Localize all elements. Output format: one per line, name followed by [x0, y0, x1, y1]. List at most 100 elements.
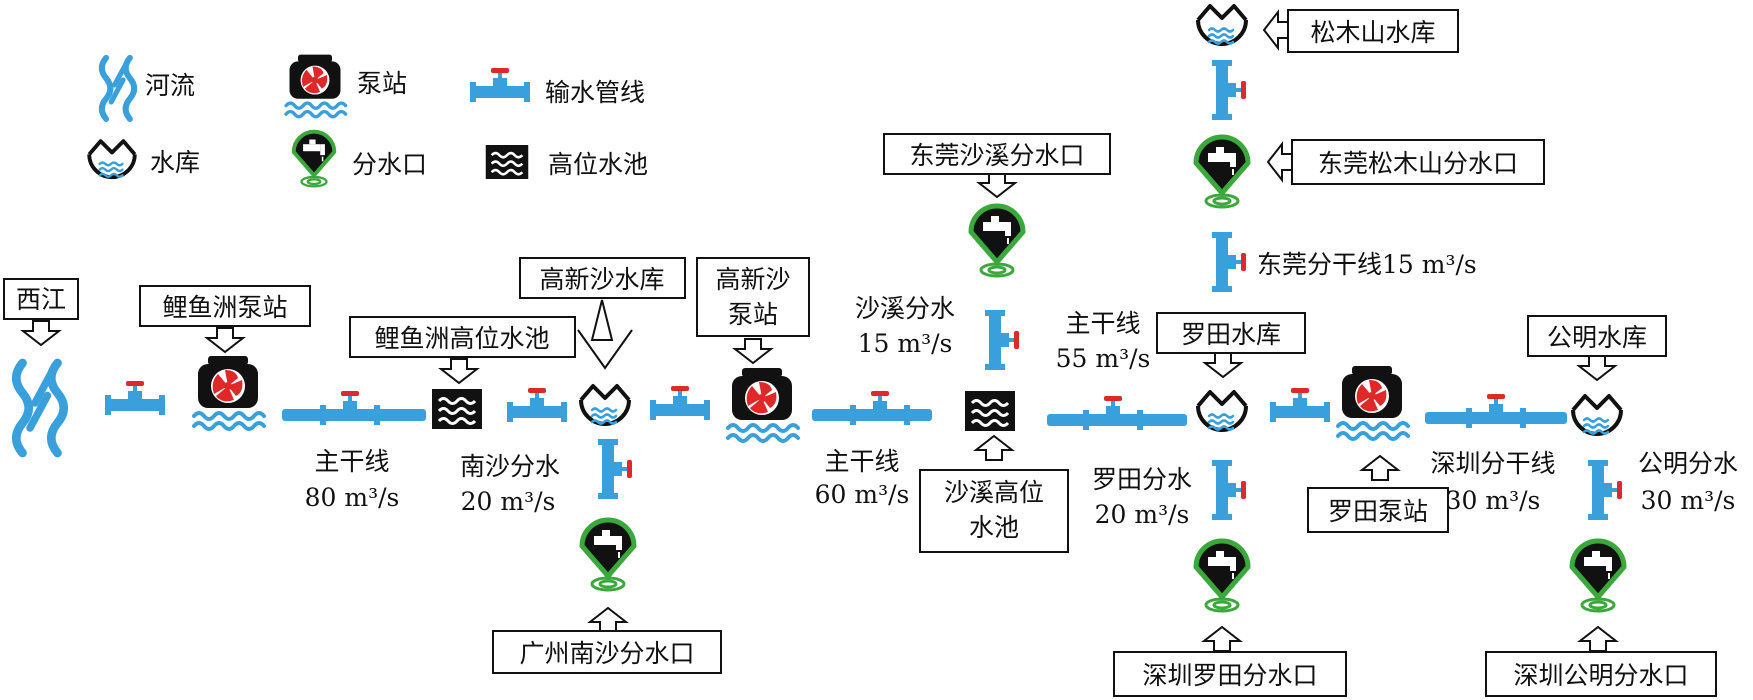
dongguan-branch-flow: 东莞分干线15 m³/s	[1257, 250, 1477, 279]
shenzhen-luotian-label: 深圳罗田分水口	[1142, 661, 1317, 690]
node-gongming-reservoir: 公明水库	[1527, 315, 1667, 436]
luotian-branch-flow: 20 m³/s	[1095, 500, 1190, 529]
legend-pump-label: 泵站	[357, 69, 407, 98]
luotian-pump-label: 罗田泵站	[1328, 497, 1428, 526]
main3-flow: 55 m³/s	[1056, 344, 1151, 373]
nansha-name: 南沙分水	[460, 452, 560, 481]
node-liyuzhou-pump: 鲤鱼洲泵站	[139, 285, 311, 431]
gaoxinsha-pump-label-2: 泵站	[728, 300, 778, 329]
node-liyuzhou-pool: 鲤鱼洲高位水池	[349, 316, 576, 431]
shaxi-pool-label-2: 水池	[969, 513, 1019, 542]
pipe-valve-icon	[596, 437, 634, 501]
legend-outlet-label: 分水口	[352, 150, 427, 179]
legend-high-pool-label: 高位水池	[548, 150, 648, 179]
pipe-valve-icon	[468, 66, 532, 104]
songmushan-outlet-arrow	[1267, 143, 1293, 181]
songmushan-res-label: 松木山水库	[1310, 18, 1435, 47]
high-pool-icon	[963, 389, 1017, 433]
dongguan-shaxi-box	[883, 133, 1111, 175]
reservoir-icon	[1571, 394, 1623, 436]
shenzhen-luotian-arrow	[1203, 626, 1241, 652]
reservoir-icon	[1196, 390, 1248, 432]
outlet-icon	[1196, 541, 1248, 611]
shaxi-pool-arrow	[975, 435, 1013, 461]
high-pool-icon	[484, 143, 530, 181]
node-shaxi-pool: 沙溪高位 水池	[919, 389, 1069, 553]
luotian-pump-arrow	[1361, 455, 1399, 481]
node-dongguan-songmushan: 东莞松木山分水口	[1291, 139, 1545, 185]
node-shenzhen-gongming: 深圳公明分水口	[1485, 651, 1717, 697]
node-gaoxinsha-reservoir: 高新沙水库	[519, 257, 686, 426]
pipe-valve-icon	[983, 308, 1021, 372]
shaxi-pool-label-1: 沙溪高位	[944, 478, 1044, 507]
shenzhen-luotian-box	[1113, 651, 1347, 697]
shaxi-name: 沙溪分水	[855, 294, 955, 323]
node-luotian-reservoir: 罗田水库	[1156, 312, 1306, 432]
reservoir-icon	[87, 139, 137, 180]
pipe-valve-icon	[1268, 386, 1332, 424]
guangzhou-nansha-label: 广州南沙分水口	[519, 639, 694, 668]
luotian-res-arrow	[1204, 352, 1242, 378]
main2-name: 主干线	[824, 447, 899, 476]
liyuzhou-pool-label: 鲤鱼洲高位水池	[374, 324, 549, 353]
gaoxinsha-pump-arrow	[734, 338, 772, 364]
pipe-valve-icon	[1081, 394, 1145, 432]
node-dongguan-shaxi: 东莞沙溪分水口	[883, 133, 1111, 175]
legend-pipeline-label: 输水管线	[545, 78, 645, 107]
gaoxinsha-res-arrow	[590, 299, 614, 341]
pipe-valve-icon	[318, 389, 382, 427]
pipe-valve-icon	[103, 379, 167, 417]
luotian-res-box	[1156, 312, 1306, 354]
gaoxinsha-pump-label-1: 高新沙	[715, 265, 790, 294]
shenzhen-gongming-box	[1485, 651, 1717, 697]
luotian-branch-name: 罗田分水	[1092, 465, 1192, 494]
shenzhen-gongming-arrow	[1579, 626, 1617, 652]
pipe-valve-icon	[648, 384, 712, 422]
liyuzhou-pump-box	[139, 285, 311, 327]
liyuzhou-pool-box	[349, 316, 576, 358]
pipe-valve-icon	[1586, 458, 1624, 522]
pipe-valve-icon	[1210, 58, 1248, 122]
outlet-icon	[582, 520, 634, 590]
liyuzhou-pump-arrow	[206, 327, 244, 353]
outlet-icon	[291, 129, 337, 189]
reservoir-icon	[1196, 4, 1248, 46]
main3-name: 主干线	[1065, 309, 1140, 338]
pipe-valve-icon	[1210, 230, 1248, 294]
dongguan-songmushan-box	[1291, 139, 1545, 185]
shaxi-outlet-arrow	[978, 172, 1016, 198]
outlet-icon	[971, 206, 1023, 276]
high-pool-icon	[430, 387, 484, 431]
legend-reservoir-label: 水库	[150, 148, 200, 177]
reservoir-icon	[579, 384, 631, 426]
legend: 河流 泵站 输水管线 水库 分水口 高位水池	[87, 52, 648, 189]
pipe-valve-icon	[1464, 392, 1528, 430]
outlet-icon	[1572, 541, 1624, 611]
node-luotian-pump: 罗田泵站	[1307, 364, 1449, 533]
nansha-flow: 20 m³/s	[461, 487, 556, 516]
songmushan-res-arrow	[1263, 11, 1289, 49]
pipe-valve-icon	[1210, 458, 1248, 522]
node-xijiang: 西江	[3, 278, 79, 453]
gaoxinsha-res-label: 高新沙水库	[539, 265, 664, 294]
liyuzhou-pump-label: 鲤鱼洲泵站	[162, 293, 287, 322]
xijiang-arrow	[22, 320, 60, 346]
shaxi-flow: 15 m³/s	[858, 329, 953, 358]
outlet-icon	[1196, 137, 1248, 207]
xijiang-label-box	[3, 278, 79, 320]
gongming-res-label: 公明水库	[1547, 323, 1647, 352]
node-shenzhen-luotian: 深圳罗田分水口	[1113, 651, 1347, 697]
dongguan-shaxi-label: 东莞沙溪分水口	[909, 141, 1084, 170]
pump-station-icon	[192, 354, 266, 431]
gongming-branch-flow: 30 m³/s	[1641, 486, 1736, 515]
shenzhen-branch-name: 深圳分干线	[1430, 449, 1555, 478]
songmushan-res-box	[1287, 9, 1459, 53]
gaoxinsha-res-arrow-head	[577, 329, 633, 370]
nansha-arrow	[589, 607, 627, 633]
shenzhen-branch-flow: 30 m³/s	[1446, 486, 1541, 515]
node-songmushan-reservoir: 松木山水库	[1287, 9, 1459, 53]
luotian-pump-box	[1307, 487, 1449, 533]
legend-river-label: 河流	[145, 71, 195, 100]
pump-station-icon	[1336, 364, 1410, 441]
